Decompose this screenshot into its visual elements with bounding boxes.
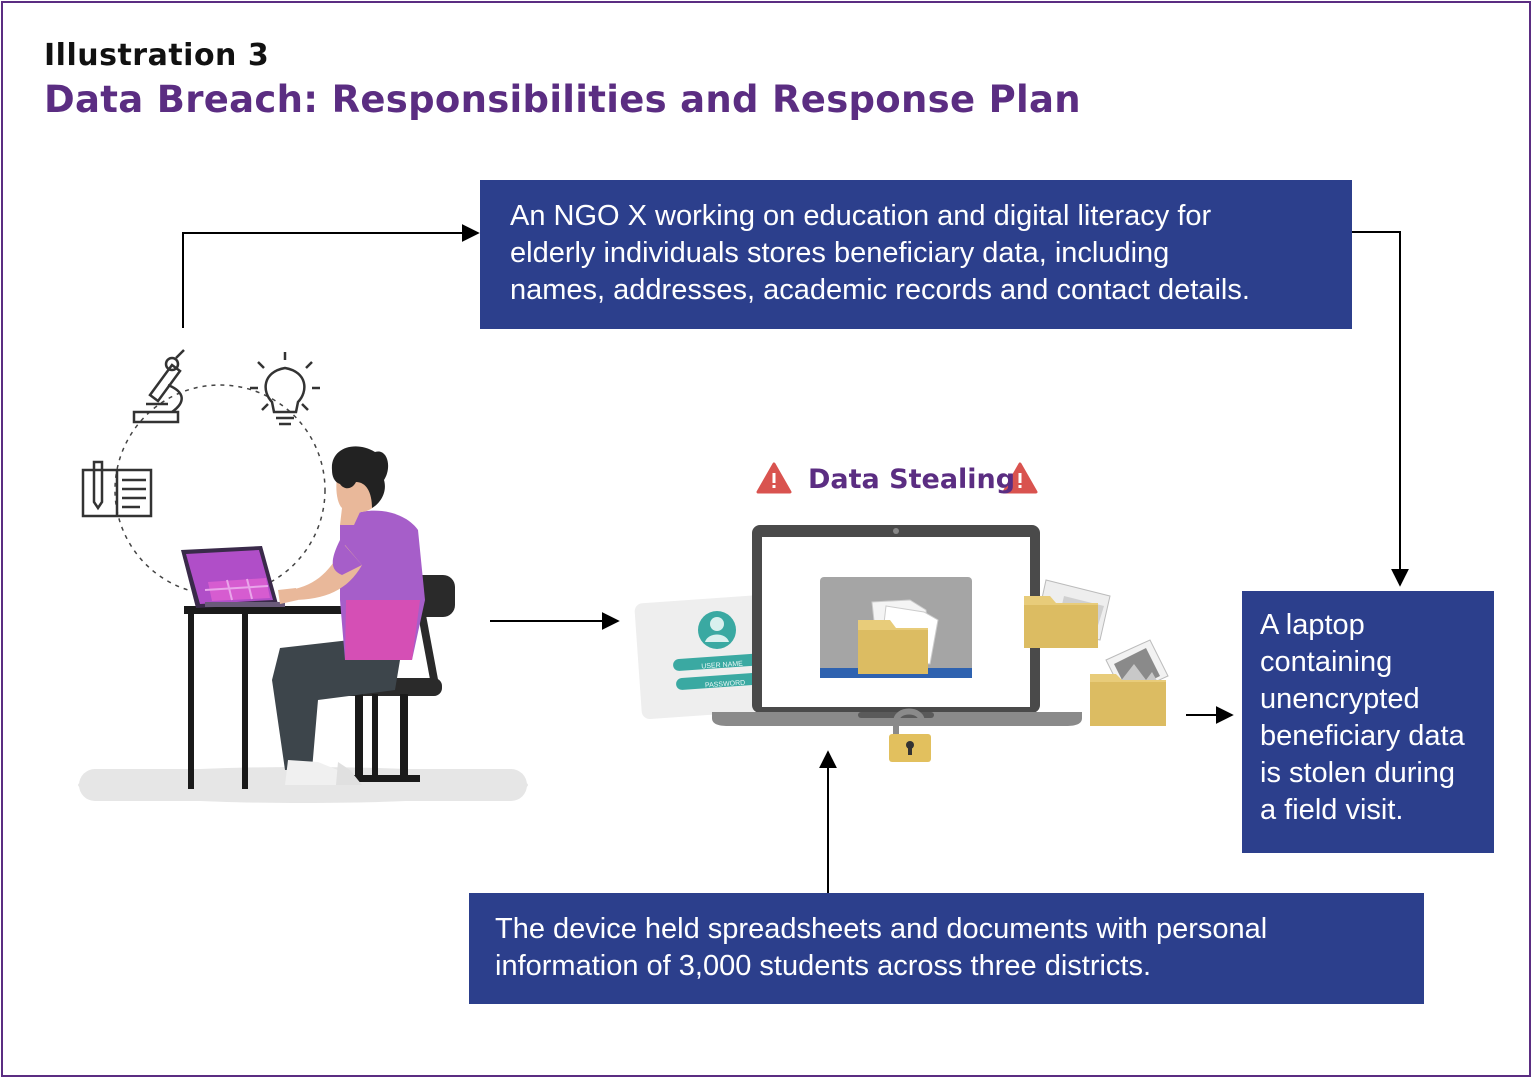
ngo-description-box: An NGO X working on education and digita…	[480, 180, 1352, 329]
warning-icon-left	[756, 462, 792, 494]
ngo-description-line: An NGO X working on education and digita…	[510, 200, 1212, 232]
username-field-label: USER NAME	[701, 661, 743, 671]
arrow-top-box-to-right-box	[1352, 231, 1409, 587]
device-contents-box: The device held spreadsheets and documen…	[469, 893, 1424, 1004]
laptop-stolen-line: unencrypted	[1260, 683, 1420, 715]
person	[272, 446, 425, 785]
desk	[184, 606, 354, 789]
ngo-description-line: names, addresses, academic records and c…	[510, 274, 1250, 306]
ngo-description-line: elderly individuals stores beneficiary d…	[510, 237, 1170, 269]
page-title: Data Breach: Responsibilities and Respon…	[44, 78, 1081, 121]
password-field-label: PASSWORD	[705, 680, 746, 690]
laptop-stolen-line: containing	[1260, 646, 1393, 678]
lightbulb-icon	[250, 352, 320, 426]
data-stealing-alert	[756, 462, 1038, 494]
folder-icon	[1024, 579, 1111, 648]
laptop-stolen-line: A laptop	[1260, 609, 1365, 641]
device-contents-line: The device held spreadsheets and documen…	[495, 913, 1268, 945]
illustration-number: Illustration 3	[44, 38, 270, 73]
warning-icon-right	[1002, 462, 1038, 494]
desk-laptop	[181, 546, 285, 608]
laptop-stolen-box: A laptop containing unencrypted benefici…	[1242, 591, 1494, 853]
laptop	[712, 525, 1082, 726]
laptop-stolen-line: a field visit.	[1260, 794, 1404, 826]
image-folder-icon	[1090, 639, 1169, 726]
data-stealing-label: Data Stealing	[808, 464, 1016, 495]
notebook-icon	[81, 460, 153, 518]
microscope-icon	[132, 349, 185, 424]
device-contents-line: information of 3,000 students across thr…	[495, 950, 1152, 982]
unlocked-padlock-icon	[889, 708, 931, 762]
laptop-stolen-line: beneficiary data	[1260, 720, 1465, 752]
arrow-person-to-top-box	[182, 224, 480, 328]
laptop-stolen-line: is stolen during	[1260, 757, 1456, 789]
